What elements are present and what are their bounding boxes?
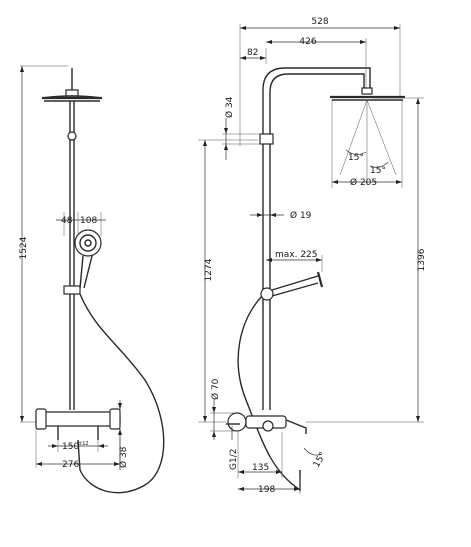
label-mixer-depth: 198	[258, 485, 275, 495]
label-arm-length: 528	[311, 17, 328, 27]
label-tilt-angle-1: 15°	[348, 153, 364, 163]
label-overall-height: 1396	[417, 248, 427, 271]
dim-wall-offset: 82	[240, 48, 267, 64]
label-riser-diameter: Ø 19	[290, 210, 312, 221]
label-mixer-width: 276	[62, 460, 79, 470]
label-spout-reach: 135	[252, 463, 269, 473]
dim-tilt-angles: 15° 15°	[345, 149, 389, 176]
label-handshower-reach: max. 225	[275, 250, 318, 260]
dim-mixer-depth: 198	[238, 478, 301, 495]
label-inlet-diameter: Ø 38	[118, 446, 129, 468]
side-column-and-arm	[259, 67, 371, 410]
dim-arm-length: 528	[239, 17, 401, 146]
dim-total-height: 1524	[19, 65, 68, 423]
label-head-diameter: Ø 205	[350, 177, 377, 188]
label-connection: G1/2	[229, 449, 239, 470]
side-hose	[237, 295, 301, 492]
front-column	[63, 101, 81, 410]
dim-mixer-height: Ø 70	[210, 378, 236, 440]
label-column-diameter: Ø 34	[224, 96, 235, 118]
dim-riser-diameter: Ø 19	[250, 210, 312, 221]
label-mixer-spacing-tol: ±12	[78, 441, 89, 447]
side-mixer	[226, 412, 307, 434]
label-mixer-spacing: 150	[62, 442, 79, 452]
side-view: 528 426 82 Ø 34	[198, 17, 427, 495]
label-handshower-width: 108	[80, 216, 97, 226]
label-tilt-angle-2: 15°	[370, 166, 386, 176]
dim-mixer-spacing: 150 ±12	[48, 440, 108, 452]
dim-spout-reach: 135	[237, 432, 283, 478]
dim-overall-height: 1396	[306, 97, 427, 423]
front-hand-shower	[74, 229, 102, 289]
front-view: 1524 48 108 150 ±12 276	[19, 65, 165, 494]
front-hose	[77, 293, 165, 494]
side-hand-shower	[260, 271, 324, 301]
label-wall-offset: 82	[247, 48, 258, 58]
label-riser-height: 1274	[204, 258, 214, 281]
dim-arm-inner: 426	[266, 37, 367, 88]
dim-handshower-width: 48 108	[56, 212, 106, 236]
front-overhead-shower	[41, 68, 103, 102]
dim-inlet-diameter: Ø 38	[118, 400, 129, 470]
label-total-height: 1524	[19, 236, 29, 259]
dim-head-diameter: Ø 205	[331, 100, 403, 188]
dim-spout-angle: 15°	[303, 447, 329, 470]
label-spout-angle: 15°	[312, 451, 329, 470]
label-arm-inner: 426	[299, 37, 316, 47]
dim-connection: G1/2	[229, 426, 239, 470]
front-mixer	[35, 408, 121, 440]
label-mixer-height: Ø 70	[210, 378, 221, 400]
label-handshower-offset: 48	[61, 216, 73, 226]
dim-riser-height: 1274	[198, 139, 258, 423]
dim-handshower-reach: max. 225	[266, 250, 323, 272]
dim-column-diameter: Ø 34	[222, 96, 262, 160]
side-overhead-shower	[330, 87, 405, 185]
